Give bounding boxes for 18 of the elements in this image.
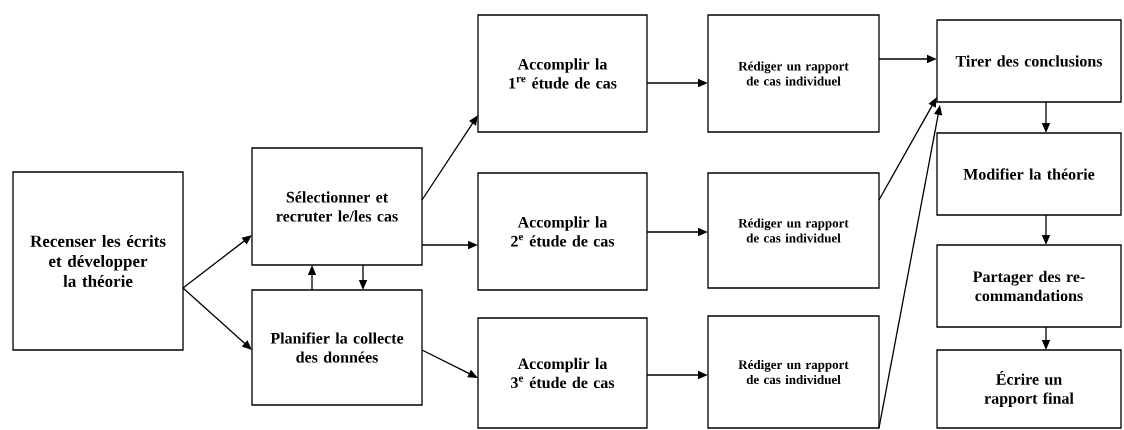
process-box: Accomplir la 1$^{re}$ étude de cas bbox=[477, 14, 648, 133]
arrow bbox=[182, 287, 252, 350]
process-box: Sélectionner et recruter le/les cas bbox=[251, 147, 423, 266]
process-box: Recenser les écrits et développer la théorie bbox=[12, 171, 184, 351]
process-box: Modifier la théorie bbox=[936, 132, 1122, 216]
arrow bbox=[421, 115, 478, 201]
arrow bbox=[421, 349, 478, 378]
process-box: Écrire un rapport final bbox=[936, 349, 1122, 429]
process-box: Rédiger un rapport de cas individuel bbox=[707, 14, 880, 133]
process-box: Planifier la collecte des données bbox=[251, 289, 423, 406]
process-box: Rédiger un rapport de cas individuel bbox=[707, 172, 880, 289]
arrow bbox=[182, 235, 252, 289]
process-box: Rédiger un rapport de cas individuel bbox=[707, 315, 880, 429]
process-box: Partager des re- commandations bbox=[936, 244, 1122, 328]
process-box: Accomplir la 3$^{e}$ étude de cas bbox=[477, 317, 648, 429]
arrow bbox=[878, 97, 937, 201]
process-box: Accomplir la 2$^{e}$ étude de cas bbox=[477, 172, 648, 291]
process-box: Tirer des conclusions bbox=[936, 19, 1122, 103]
